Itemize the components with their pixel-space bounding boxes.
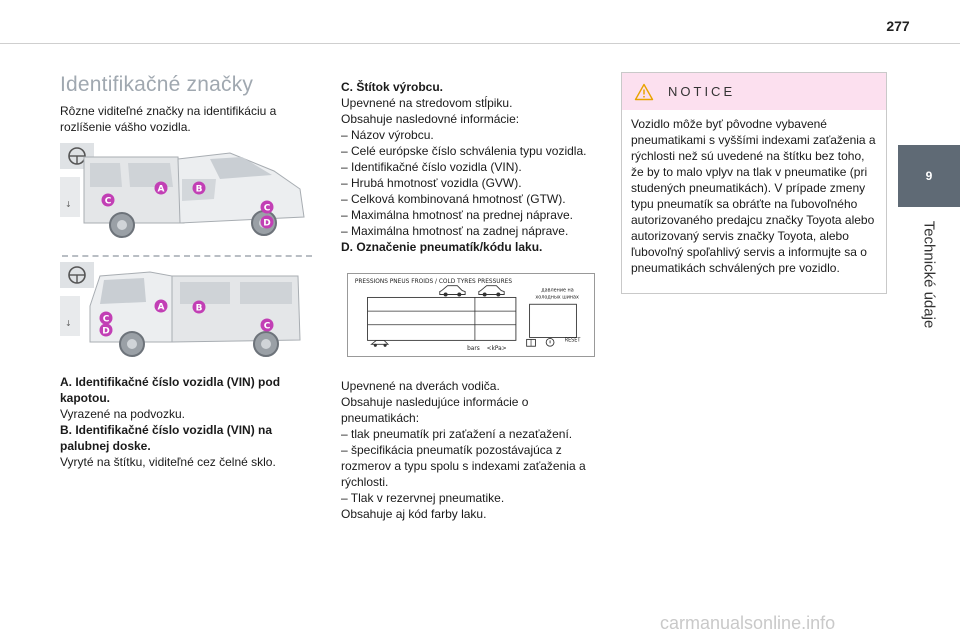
tyre-label-description: Upevnené na dverách vodiča. Obsahuje nas… bbox=[341, 378, 603, 522]
svg-text:C: C bbox=[105, 197, 112, 207]
marker-a: A bbox=[154, 181, 168, 195]
item-d-line: – Tlak v rezervnej pneumatike. bbox=[341, 491, 505, 505]
steering-wheel-icon bbox=[60, 262, 94, 288]
svg-text:C: C bbox=[264, 204, 271, 214]
item-d-line: Obsahuje aj kód farby laku. bbox=[341, 507, 487, 521]
marker-d: D bbox=[99, 323, 113, 337]
tyre-warning-icon bbox=[545, 337, 555, 347]
item-c-line: – Celé európske číslo schválenia typu vo… bbox=[341, 144, 587, 158]
item-d-line: Obsahuje nasledujúce informácie o pneuma… bbox=[341, 395, 529, 425]
marker-d: D bbox=[260, 215, 274, 229]
header-rule bbox=[0, 43, 960, 44]
vin-descriptions: A. Identifikačné číslo vozidla (VIN) pod… bbox=[60, 374, 310, 470]
notice-header: NOTICE bbox=[622, 73, 886, 110]
item-c-line: – Maximálna hmotnosť na zadnej náprave. bbox=[341, 224, 569, 238]
notice-text: Vozidlo môže byť pôvodne vybavené pneuma… bbox=[631, 117, 876, 275]
item-c-line: – Hrubá hmotnosť vozidla (GVW). bbox=[341, 176, 522, 190]
item-d-line: Upevnené na dverách vodiča. bbox=[341, 379, 500, 393]
marker-a: A bbox=[154, 299, 168, 313]
van-illustration-rear: ↓ A B C D C bbox=[60, 262, 301, 357]
manufacturer-plate-description: C. Štítok výrobcu. Upevnené na stredovom… bbox=[341, 79, 603, 255]
item-c-line: Upevnené na stredovom stĺpiku. bbox=[341, 96, 513, 110]
tyre-label-kpa: <kPa> bbox=[487, 346, 507, 352]
marker-c-right: C bbox=[260, 200, 274, 214]
svg-text:D: D bbox=[102, 327, 109, 337]
item-c-line: – Maximálna hmotnosť na prednej náprave. bbox=[341, 208, 573, 222]
section-intro: Rôzne viditeľné značky na identifikáciu … bbox=[60, 104, 277, 134]
tyre-label-reset: RESET bbox=[565, 337, 581, 343]
chapter-tab-label: Technické údaje bbox=[898, 207, 960, 342]
svg-text:↓: ↓ bbox=[65, 200, 72, 209]
loaded-car-icon bbox=[478, 285, 505, 297]
tyre-label-header: PRESSIONS PNEUS FROIDS / COLD TYRES PRES… bbox=[355, 279, 513, 285]
item-d-line: – tlak pneumatík pri zaťažení a nezaťaže… bbox=[341, 427, 573, 441]
tyre-label-bars: bars bbox=[467, 346, 480, 352]
chapter-title: Technické údaje bbox=[920, 220, 938, 329]
svg-text:↓: ↓ bbox=[65, 319, 72, 328]
item-b-title: B. Identifikačné číslo vozidla (VIN) na … bbox=[60, 423, 273, 453]
item-a-title: A. Identifikačné číslo vozidla (VIN) pod… bbox=[60, 375, 281, 405]
tyre-pressure-label-illustration: PRESSIONS PNEUS FROIDS / COLD TYRES PRES… bbox=[347, 273, 595, 357]
marker-b: B bbox=[192, 181, 206, 195]
section-title: Identifikačné značky bbox=[60, 73, 254, 96]
chapter-tab[interactable]: 9 bbox=[898, 145, 960, 207]
marker-c-right: C bbox=[260, 318, 274, 332]
steering-wheel-icon bbox=[60, 143, 94, 169]
watermark[interactable]: carmanualsonline.info bbox=[660, 613, 836, 633]
marker-c: C bbox=[101, 193, 115, 207]
svg-text:A: A bbox=[158, 185, 165, 195]
page-number: 277 bbox=[886, 18, 910, 34]
warning-triangle-icon bbox=[634, 83, 654, 100]
item-b-text: Vyryté na štítku, viditeľné cez čelné sk… bbox=[60, 455, 276, 469]
svg-text:C: C bbox=[103, 315, 110, 325]
item-a-text: Vyrazené na podvozku. bbox=[60, 407, 185, 421]
svg-text:C: C bbox=[264, 322, 271, 332]
notice-box: NOTICE Vozidlo môže byť pôvodne vybavené… bbox=[621, 72, 887, 294]
item-c-line: – Celková kombinovaná hmotnosť (GTW). bbox=[341, 192, 566, 206]
item-c-line: Obsahuje nasledovné informácie: bbox=[341, 112, 520, 126]
svg-text:A: A bbox=[158, 303, 165, 313]
marker-b: B bbox=[192, 300, 206, 314]
item-c-title: C. Štítok výrobcu. bbox=[341, 80, 444, 94]
svg-text:D: D bbox=[263, 219, 270, 229]
car-side-icon bbox=[370, 339, 390, 347]
figure-divider bbox=[62, 255, 312, 257]
item-c-line: – Názov výrobcu. bbox=[341, 128, 434, 142]
tyre-label-cyr2: холодных шинах bbox=[535, 294, 579, 300]
item-d-line: – špecifikácia pneumatík pozostávajúca z… bbox=[341, 443, 586, 489]
manual-icon bbox=[526, 338, 536, 347]
svg-text:B: B bbox=[196, 304, 203, 314]
item-d-title: D. Označenie pneumatík/kódu laku. bbox=[341, 240, 543, 254]
car-icon bbox=[439, 285, 466, 297]
van-illustration-front: ↓ A B C C D bbox=[60, 143, 305, 238]
svg-text:B: B bbox=[196, 185, 203, 195]
marker-c: C bbox=[99, 311, 113, 325]
notice-title: NOTICE bbox=[668, 84, 736, 99]
item-c-line: – Identifikačné číslo vozidla (VIN). bbox=[341, 160, 522, 174]
tyre-label-cyr1: давление на bbox=[541, 288, 573, 294]
